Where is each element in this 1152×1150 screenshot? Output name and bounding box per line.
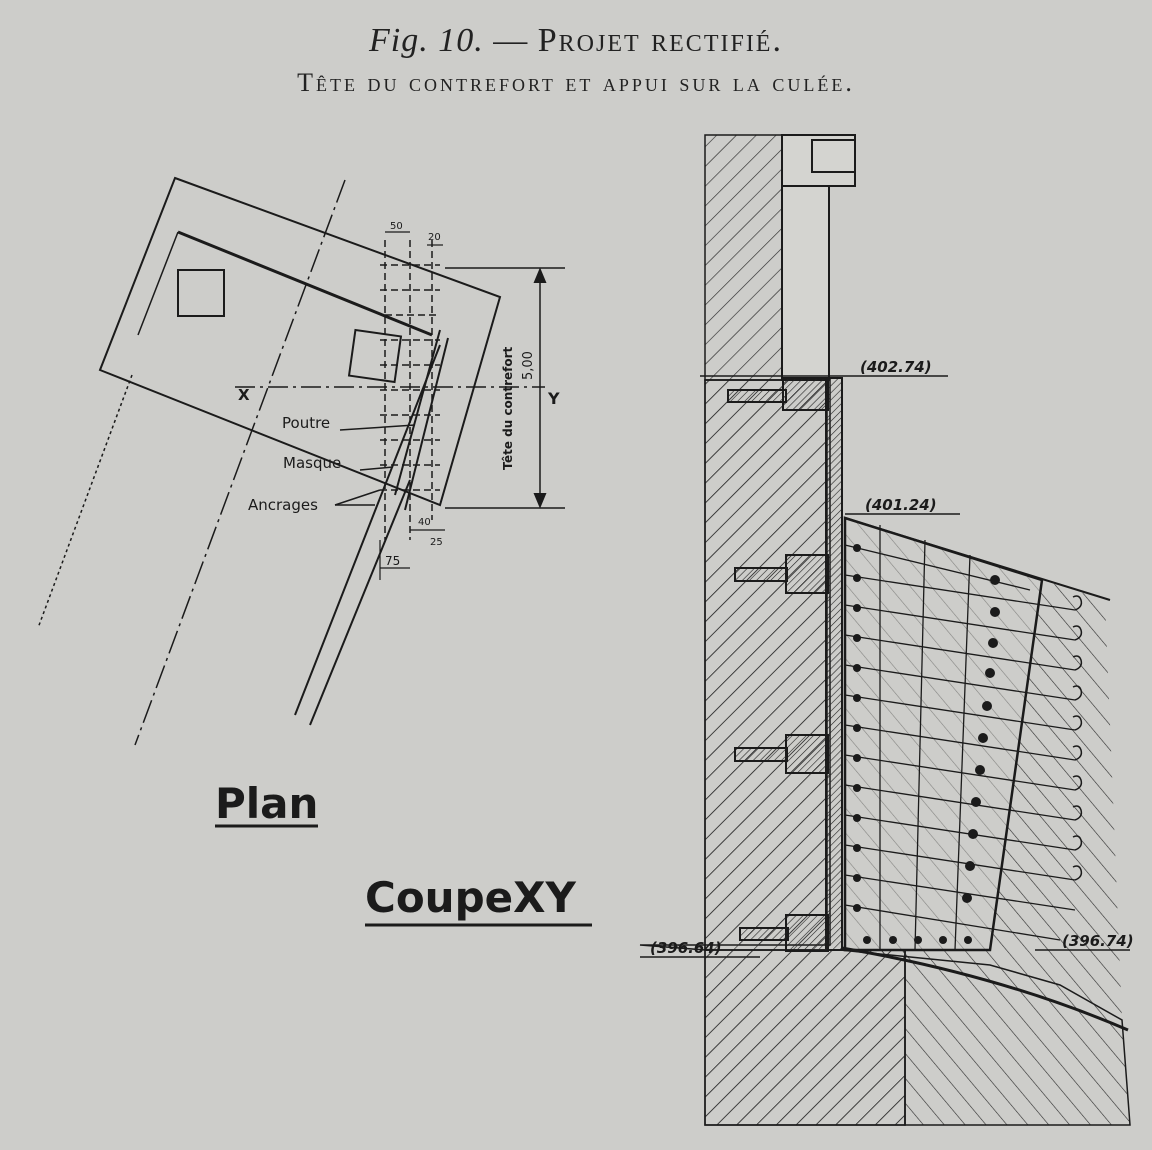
dim-50: 50	[390, 221, 403, 232]
title-dash: —	[493, 22, 529, 59]
elevation-396-64: (396.64)	[650, 939, 722, 957]
figure-title: Fig. 10. — Projet rectifié.	[0, 22, 1152, 60]
plan-view	[37, 176, 592, 927]
figure-heading: Projet rectifié.	[537, 22, 783, 59]
label-ancrages: Ancrages	[248, 496, 318, 514]
label-masque: Masque	[283, 454, 341, 472]
elevation-402-74: (402.74)	[860, 358, 932, 376]
beam-bracket	[785, 914, 829, 952]
figure-number: Fig. 10.	[369, 22, 484, 59]
plan-caption: Plan	[215, 779, 318, 828]
dim-75: 75	[385, 554, 400, 568]
beam-bracket	[785, 734, 829, 774]
masque-strip	[825, 377, 843, 951]
dim-tete-contrefort: Tête du contrefort	[501, 346, 515, 470]
column	[781, 185, 830, 381]
dim-20: 20	[428, 232, 441, 243]
section-view	[639, 134, 1131, 1126]
dim-25: 25	[430, 537, 443, 548]
plan-opening	[177, 269, 225, 317]
plan-slab-outline	[98, 176, 502, 507]
abutment-left-mass	[704, 134, 783, 381]
axis-x-label: X	[238, 386, 250, 404]
elevation-396-74: (396.74)	[1062, 932, 1134, 950]
beam-bracket	[785, 554, 829, 594]
axis-y-label: Y	[547, 389, 560, 408]
elevation-401-24: (401.24)	[865, 496, 937, 514]
plan-inner-edge	[177, 230, 433, 337]
plan-opening	[347, 328, 403, 384]
figure-subtitle: Tête du contrefort et appui sur la culée…	[297, 68, 855, 97]
beam-bracket	[727, 389, 787, 403]
section-caption: CoupeXY	[365, 873, 577, 922]
dim-40: 40	[418, 517, 431, 528]
dim-500: 5,00	[521, 351, 536, 380]
label-poutre: Poutre	[282, 414, 330, 432]
